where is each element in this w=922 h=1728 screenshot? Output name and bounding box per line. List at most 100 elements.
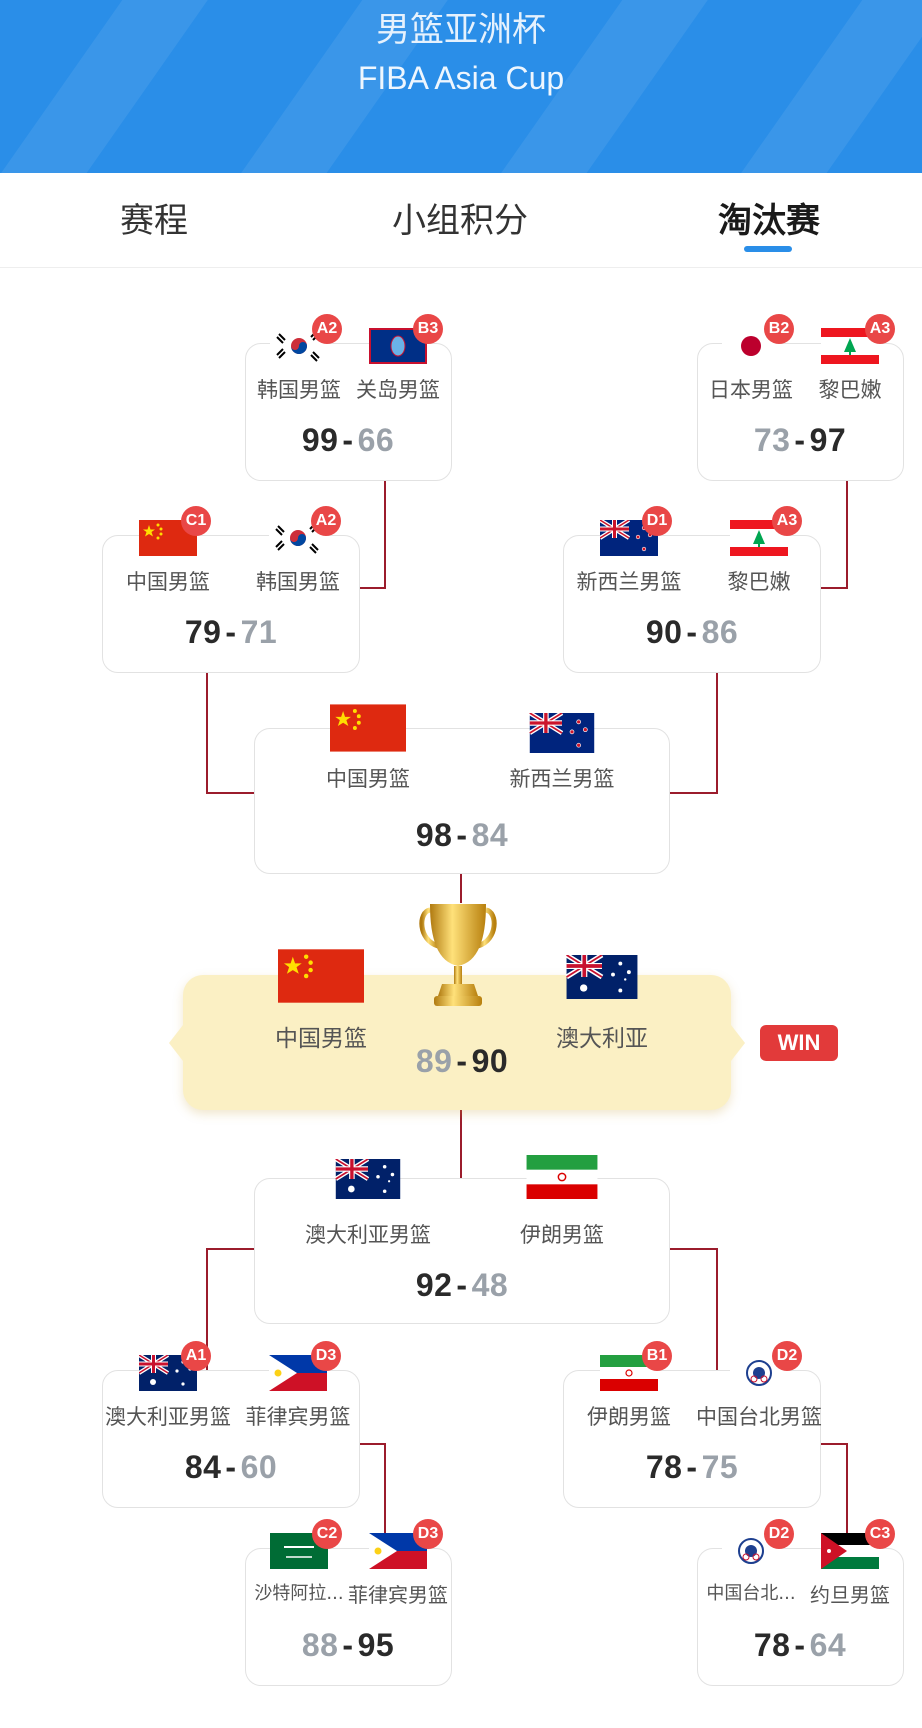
korea-flag-icon [269,520,327,556]
seed-badge: A1 [181,1341,211,1371]
australia-flag-icon [139,1355,197,1391]
match-card-saudi-philippines[interactable]: 沙特阿拉... C2 菲律宾男篮 D3 88-95 [245,1519,452,1686]
seed-badge: A3 [865,314,895,344]
team-australia: 澳大利亚男篮 [293,1159,443,1249]
team-australia: 澳大利亚男篮 [103,1355,233,1431]
header-title-cn: 男篮亚洲杯 [376,10,546,50]
app-header: 男篮亚洲杯 FIBA Asia Cup [0,0,922,173]
team-lebanon: 黎巴嫩 [694,520,824,596]
team-name: 澳大利亚男篮 [105,1405,231,1429]
win-badge: WIN [760,1025,838,1061]
team-chinese-taipei: 中国台北男篮 [694,1355,824,1431]
team-name: 沙特阿拉... [254,1583,344,1604]
match-card-china-korea[interactable]: 中国男篮 C1 韩国男篮 A2 79-71 [102,506,360,673]
team-iran: 伊朗男篮 [564,1355,694,1431]
tab-schedule[interactable]: 赛程 [120,201,188,241]
seed-badge: D2 [772,1341,802,1371]
team-iran: 伊朗男篮 [487,1155,637,1249]
iran-flag-icon [524,1155,600,1199]
team-china: 中国男篮 [103,520,233,596]
team-name: 关岛男篮 [356,378,440,402]
match-card-australia-philippines[interactable]: 澳大利亚男篮 A1 菲律宾男篮 D3 84-60 [102,1341,360,1508]
team-name: 约旦男篮 [810,1583,890,1607]
seed-badge: A2 [311,506,341,536]
team-name: 中国男篮 [275,1026,367,1052]
match-score: 90-86 [645,614,739,650]
match-score: 78-64 [753,1627,847,1663]
seed-badge: B2 [764,314,794,344]
match-card-japan-lebanon[interactable]: 日本男篮 B2 黎巴嫩 A3 73-97 [697,314,904,481]
china-flag-icon [278,947,364,1005]
team-name: 伊朗男篮 [520,1223,604,1247]
seed-badge: C3 [865,1519,895,1549]
team-name: 中国男篮 [326,767,410,791]
match-score: 92-48 [415,1267,509,1303]
seed-badge: B3 [413,314,443,344]
team-lebanon: 黎巴嫩 [785,328,915,404]
seed-badge: A2 [312,314,342,344]
header-title-en: FIBA Asia Cup [357,60,565,96]
match-card-chinesetaipei-jordan[interactable]: 中国台北... D2 约旦男篮 C3 78-64 [697,1519,904,1686]
china-flag-icon [330,703,406,753]
team-name: 新西兰男篮 [509,767,615,791]
new-zealand-flag-icon [524,713,600,753]
team-name: 日本男篮 [709,378,793,402]
match-score: 73-97 [753,422,847,458]
tab-group-standings[interactable]: 小组积分 [392,201,528,241]
philippines-flag-icon [269,1355,327,1391]
match-score: 78-75 [645,1449,739,1485]
jordan-flag-icon [821,1533,879,1569]
team-name: 菲律宾男篮 [245,1405,351,1429]
team-china: 中国男篮 [246,947,396,1053]
tab-knockout[interactable]: 淘汰赛 [718,201,820,241]
team-philippines: 菲律宾男篮 [233,1355,363,1431]
team-saudi-arabia: 沙特阿拉... [234,1533,364,1605]
team-australia: 澳大利亚 [527,955,677,1053]
team-name: 中国男篮 [126,570,210,594]
match-score: 99-66 [301,422,395,458]
team-name: 韩国男篮 [256,570,340,594]
team-name: 中国台北男篮 [696,1405,822,1429]
chinese-taipei-flag-icon [730,1355,788,1391]
team-new-zealand: 新西兰男篮 [487,703,637,793]
active-tab-indicator [744,246,792,252]
seed-badge: C1 [181,506,211,536]
match-card-china-newzealand[interactable]: 中国男篮 新西兰男篮 98-84 [254,704,670,874]
team-name: 菲律宾男篮 [348,1583,448,1607]
match-card-newzealand-lebanon[interactable]: 新西兰男篮 D1 黎巴嫩 A3 90-86 [563,506,821,673]
team-name: 澳大利亚 [556,1026,648,1052]
team-name: 伊朗男篮 [587,1405,671,1429]
final-score: 89-90 [415,1043,509,1079]
team-name: 韩国男篮 [257,378,341,402]
match-score: 84-60 [184,1449,278,1485]
match-card-australia-iran[interactable]: 澳大利亚男篮 伊朗男篮 92-48 [254,1155,670,1324]
team-chinese-taipei: 中国台北... [686,1533,816,1605]
match-score: 98-84 [415,817,509,853]
team-philippines: 菲律宾男篮 [333,1533,463,1608]
team-name: 中国台北... [706,1583,796,1604]
match-card-iran-chinesetaipei[interactable]: 伊朗男篮 B1 中国台北男篮 D2 78-75 [563,1341,822,1508]
chinese-taipei-flag-icon [722,1533,780,1569]
team-name: 黎巴嫩 [818,378,882,402]
seed-badge: D2 [764,1519,794,1549]
tab-bar: 赛程 小组积分 淘汰赛 [0,173,922,268]
seed-badge: D3 [311,1341,341,1371]
seed-badge: D1 [642,506,672,536]
match-card-korea-guam[interactable]: 韩国男篮 A2 关岛男篮 B3 99-66 [245,314,452,481]
trophy-icon [416,900,500,1018]
australia-flag-icon [330,1159,406,1199]
team-guam: 关岛男篮 [333,328,463,404]
australia-flag-icon [560,955,644,999]
seed-badge: C2 [312,1519,342,1549]
seed-badge: B1 [642,1341,672,1371]
team-new-zealand: 新西兰男篮 [564,520,694,596]
team-china: 中国男篮 [293,703,443,793]
philippines-flag-icon [369,1533,427,1569]
team-jordan: 约旦男篮 [785,1533,915,1608]
seed-badge: D3 [413,1519,443,1549]
team-name: 澳大利亚男篮 [305,1223,431,1247]
match-score: 79-71 [184,614,278,650]
team-korea: 韩国男篮 [233,520,363,596]
match-score: 88-95 [301,1627,395,1663]
team-name: 新西兰男篮 [576,570,682,594]
